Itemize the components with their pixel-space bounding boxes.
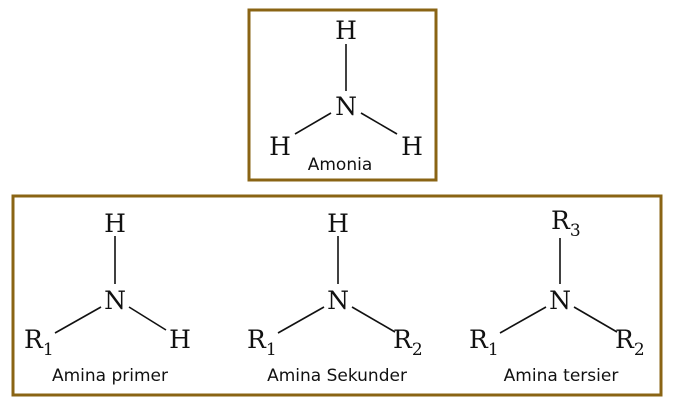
ammonia-bond-left xyxy=(294,112,332,135)
primary-caption: Amina primer xyxy=(52,366,168,386)
primary-bond-right xyxy=(128,306,167,331)
ammonia-h-right: H xyxy=(401,132,423,161)
ammonia-n: N xyxy=(335,92,357,121)
primary-h-top: H xyxy=(104,209,126,238)
primary-amine-structure: H N R1 H Amina primer xyxy=(24,209,191,386)
tertiary-r3: R3 xyxy=(551,206,581,241)
primary-r1: R1 xyxy=(24,325,54,360)
secondary-bond-left xyxy=(277,306,325,334)
secondary-n: N xyxy=(327,286,349,315)
ammonia-frame xyxy=(247,8,438,182)
tertiary-bond-left xyxy=(499,306,547,334)
tertiary-n: N xyxy=(549,286,571,315)
ammonia-h-top: H xyxy=(335,16,357,45)
tertiary-bond-right xyxy=(573,306,618,333)
tertiary-r2: R2 xyxy=(615,325,645,360)
secondary-h-top: H xyxy=(327,209,349,238)
primary-h-right: H xyxy=(169,325,191,354)
secondary-r1: R1 xyxy=(247,325,277,360)
secondary-caption: Amina Sekunder xyxy=(267,366,407,386)
primary-n: N xyxy=(104,286,126,315)
primary-bond-left xyxy=(54,306,102,334)
ammonia-h-left: H xyxy=(269,132,291,161)
tertiary-r1: R1 xyxy=(469,325,499,360)
secondary-bond-right xyxy=(351,306,396,333)
ammonia-bond-right xyxy=(360,112,398,135)
secondary-amine-structure: H N R1 R2 Amina Sekunder xyxy=(247,209,423,386)
amines-frame xyxy=(11,194,663,397)
ammonia-structure: H N H H Amonia xyxy=(269,16,423,175)
tertiary-amine-structure: R3 N R1 R2 Amina tersier xyxy=(469,206,645,386)
tertiary-caption: Amina tersier xyxy=(504,366,619,386)
ammonia-caption: Amonia xyxy=(308,155,373,175)
secondary-r2: R2 xyxy=(393,325,423,360)
